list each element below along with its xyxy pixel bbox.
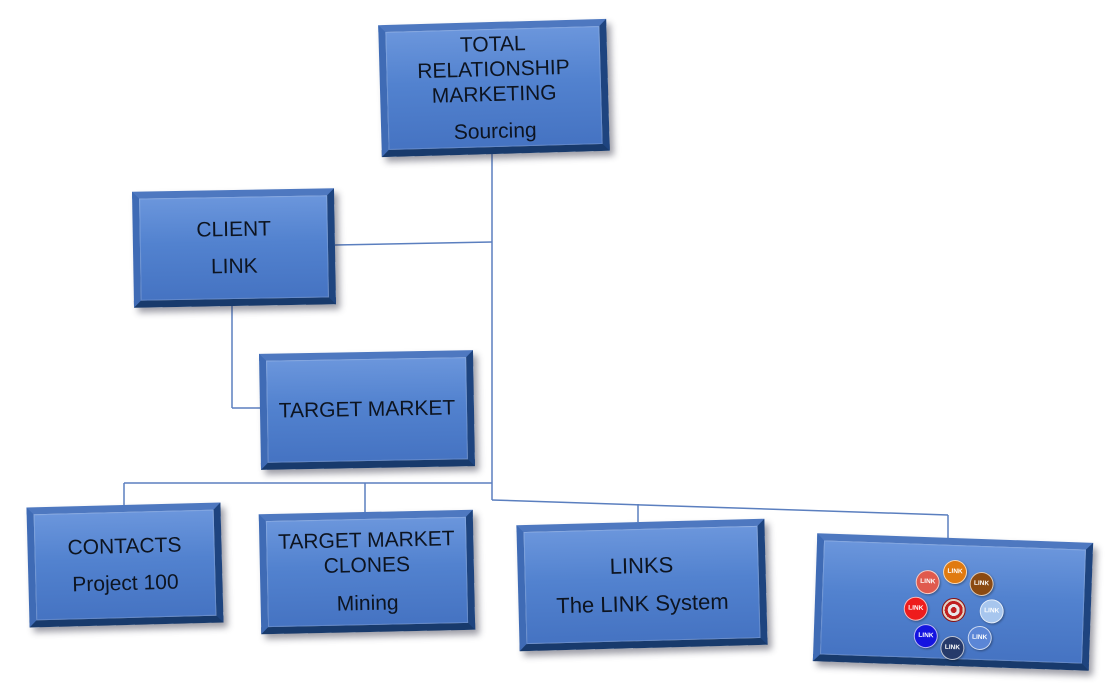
node-target-market: TARGET MARKET: [259, 350, 475, 470]
connector-client: [334, 241, 493, 246]
node-links: LINKS The LINK System: [516, 518, 768, 652]
target-icon: [941, 597, 967, 623]
node-title-line1: TOTAL RELATIONSHIP: [416, 31, 571, 83]
node-title: LINKS: [609, 551, 674, 579]
node-title: CONTACTS: [67, 533, 182, 560]
link-dot: LINK: [969, 571, 994, 597]
link-dot: LINK: [903, 596, 929, 622]
node-title: TARGET MARKET: [278, 396, 456, 423]
link-dot: LINK: [913, 623, 939, 649]
node-subtitle: Project 100: [72, 570, 179, 597]
node-total-relationship-marketing: TOTAL RELATIONSHIP MARKETING Sourcing: [378, 18, 610, 158]
node-contacts: CONTACTS Project 100: [26, 502, 224, 628]
node-title-line1: CLIENT: [196, 217, 272, 242]
node-client-link: CLIENT LINK: [132, 188, 336, 308]
node-subtitle: Sourcing: [453, 119, 537, 145]
link-dot: LINK: [967, 625, 993, 651]
connector-right-bus: [491, 499, 949, 516]
link-dot: LINK: [915, 569, 941, 595]
link-dot: LINK: [942, 559, 968, 585]
node-subtitle: The LINK System: [555, 588, 729, 619]
node-target-market-clones: TARGET MARKET CLONES Mining: [258, 509, 476, 635]
node-title-line2: CLONES: [323, 553, 411, 579]
node-subtitle: Mining: [336, 590, 399, 616]
node-title-line1: TARGET MARKET: [277, 527, 455, 555]
link-dot: LINK: [939, 635, 965, 661]
link-dot: LINK: [979, 598, 1005, 624]
node-title-line2: MARKETING: [431, 81, 557, 108]
node-title-line2: LINK: [210, 254, 258, 279]
